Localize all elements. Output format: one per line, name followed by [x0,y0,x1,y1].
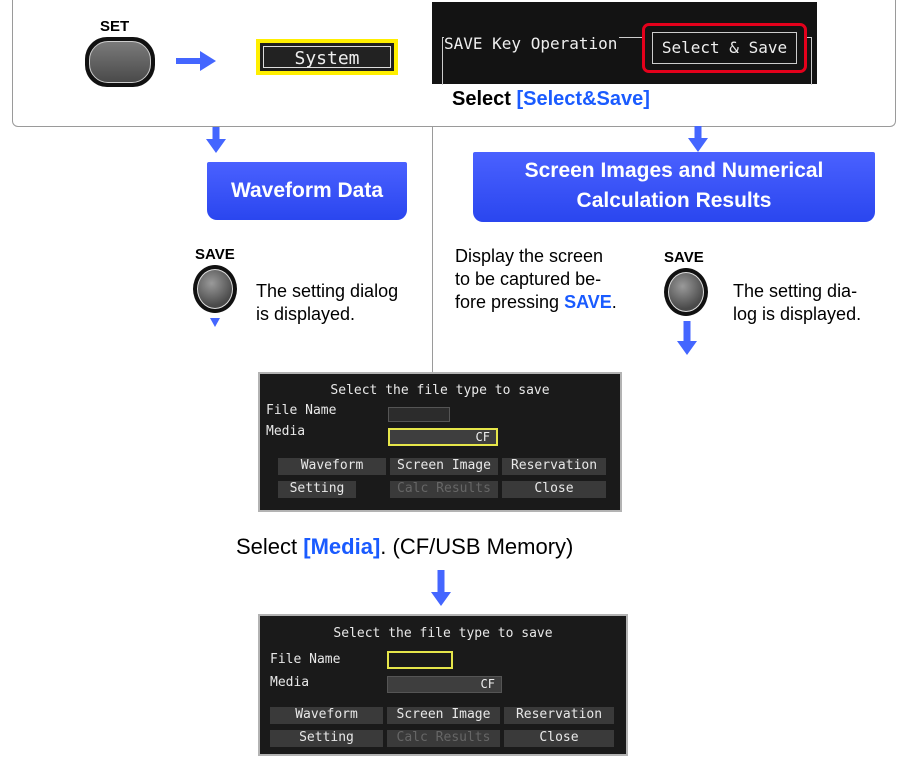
media-label: Media [266,424,306,439]
right-description-line2: log is displayed. [733,304,862,324]
media-label: Media [270,675,310,690]
save-key-operation-select[interactable]: Select & Save [652,32,797,64]
save-dialog-2: Select the file type to save File Name M… [258,614,628,756]
file-name-field[interactable] [387,651,453,669]
system-screen-button[interactable]: System [263,46,391,69]
screen-image-button[interactable]: Screen Image [390,458,498,475]
save-key-operation-highlight: Select & Save [642,23,807,73]
media-caption-suffix: . (CF/USB Memory) [380,534,574,559]
down-arrow-icon [686,126,710,152]
calc-results-button: Calc Results [390,481,498,498]
setting-button[interactable]: Setting [270,730,383,747]
left-description-line1: The setting dialog [256,281,399,301]
file-name-label: File Name [270,652,341,667]
media-caption: Select [Media]. (CF/USB Memory) [236,534,573,560]
down-arrow-icon [676,321,698,357]
down-arrow-icon [204,127,228,153]
calc-results-button: Calc Results [387,730,500,747]
save-key-button[interactable] [664,268,708,316]
small-down-arrow-icon [210,318,220,327]
save-key-label: SAVE [664,249,704,266]
save-key-operation-panel: SAVE Key Operation Select & Save [432,2,817,85]
dialog-title: Select the file type to save [330,383,550,398]
file-name-field[interactable] [388,407,450,422]
left-description-line2: is displayed. [256,304,356,324]
set-key-label: SET [100,18,130,35]
right-pre-description: Display the screen to be captured be- fo… [455,245,617,314]
close-button[interactable]: Close [502,481,606,498]
top-panel [12,0,896,127]
right-arrow-head-icon [200,51,216,71]
screen-images-header: Screen Images and Numerical Calculation … [473,152,875,222]
set-key-button[interactable] [85,37,155,87]
media-caption-prefix: Select [236,534,304,559]
waveform-button[interactable]: Waveform [270,707,383,724]
media-select[interactable]: CF [387,676,502,693]
waveform-data-header: Waveform Data [207,162,407,220]
right-pre-description-line1: Display the screen [455,246,604,266]
media-caption-highlight: [Media] [303,534,381,559]
down-arrow-icon [429,570,453,610]
select-caption-prefix: Select [452,88,517,110]
save-key-operation-label: SAVE Key Operation [444,34,620,53]
reservation-button[interactable]: Reservation [502,458,606,475]
right-pre-description-line3: fore pressing SAVE. [455,292,617,312]
media-select[interactable]: CF [388,428,498,446]
system-screen-highlight: System [256,39,398,75]
save-key-highlight: SAVE [564,292,612,312]
select-caption: Select [Select&Save] [452,88,650,111]
waveform-button[interactable]: Waveform [278,458,386,475]
right-pre-description-line2: to be captured be- [455,269,602,289]
file-name-label: File Name [266,403,337,418]
reservation-button[interactable]: Reservation [504,707,614,724]
save-key-button[interactable] [193,265,237,313]
right-arrow-icon [176,58,202,64]
screen-images-header-line1: Screen Images and Numerical [524,159,824,182]
setting-button[interactable]: Setting [278,481,356,498]
save-key-operation-frame [442,37,812,85]
dialog-title: Select the file type to save [333,626,553,641]
right-description: The setting dia- log is displayed. [733,280,861,326]
save-dialog-1: Select the file type to save File Name M… [258,372,622,512]
select-caption-highlight: [Select&Save] [516,88,650,110]
right-description-line1: The setting dia- [733,281,858,301]
branch-divider [432,127,433,372]
screen-image-button[interactable]: Screen Image [387,707,500,724]
close-button[interactable]: Close [504,730,614,747]
screen-images-header-line2: Calculation Results [576,189,772,212]
left-description: The setting dialog is displayed. [256,280,398,326]
save-key-label: SAVE [195,246,235,263]
